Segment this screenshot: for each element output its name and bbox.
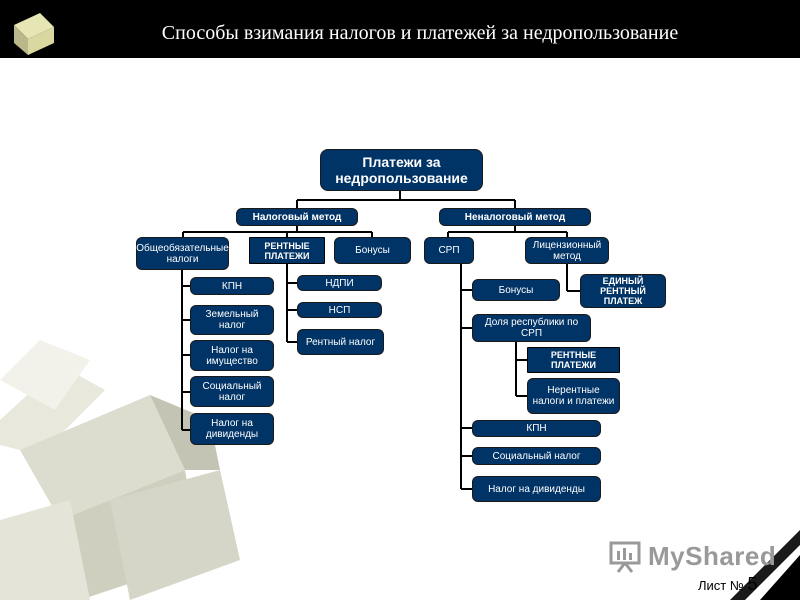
srp-rent-payments-node: РЕНТНЫЕ ПЛАТЕЖИ [527, 347, 620, 373]
list-item: Социальный налог [190, 376, 274, 407]
tax-method-node: Налоговый метод [236, 208, 358, 226]
list-item: НДПИ [297, 275, 382, 291]
rent-payments-node: РЕНТНЫЕ ПЛАТЕЖИ [249, 237, 325, 264]
general-taxes-node: Общеобязательные налоги [136, 237, 229, 270]
list-item: Земельный налог [190, 305, 274, 335]
list-item: Социальный налог [472, 447, 601, 465]
list-item: Бонусы [472, 279, 560, 301]
page-title: Способы взимания налогов и платежей за н… [161, 22, 679, 44]
nontax-method-node: Неналоговый метод [439, 208, 591, 226]
watermark-logo: MyShared [608, 534, 776, 578]
list-item: НСП [297, 302, 382, 318]
header-bar [0, 0, 800, 58]
cube-logo-icon [14, 13, 54, 55]
watermark-text: MyShared [648, 540, 777, 571]
license-method-node: Лицензионный метод [525, 237, 609, 264]
list-item: Нерентные налоги и платежи [527, 378, 620, 414]
bonuses-node: Бонусы [334, 237, 411, 264]
page-number: 5 [747, 574, 758, 594]
list-item: КПН [472, 420, 601, 437]
srp-node: СРП [424, 237, 474, 264]
single-rent-payment-node: ЕДИНЫЙ РЕНТНЫЙ ПЛАТЕЖ [580, 274, 666, 308]
list-item: Доля республики по СРП [472, 314, 591, 342]
slide-footer: Лист № 5 [698, 574, 757, 595]
list-item: Налог на дивиденды [190, 413, 274, 445]
list-item: Налог на имущество [190, 340, 274, 371]
list-item: Рентный налог [297, 329, 384, 355]
presentation-board-icon [609, 541, 641, 573]
list-item: КПН [190, 277, 274, 295]
list-item: Налог на дивиденды [472, 476, 601, 502]
root-node: Платежи за недропользование [320, 149, 483, 191]
footer-label: Лист № [698, 578, 744, 593]
